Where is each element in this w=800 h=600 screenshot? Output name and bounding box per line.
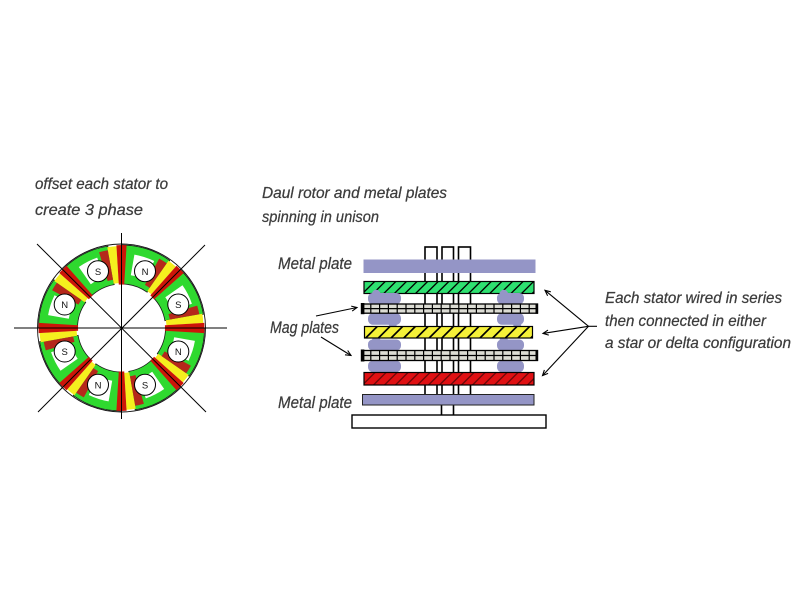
svg-text:N: N <box>142 267 149 278</box>
svg-text:N: N <box>95 380 102 391</box>
svg-text:Mag plates: Mag plates <box>270 318 339 337</box>
svg-text:S: S <box>175 300 181 311</box>
svg-text:S: S <box>95 267 101 278</box>
svg-text:Metal plate: Metal plate <box>278 254 352 273</box>
svg-text:then connected in either: then connected in either <box>605 313 767 330</box>
svg-text:S: S <box>62 347 68 358</box>
svg-text:Daul rotor and metal plates: Daul rotor and metal plates <box>262 185 447 202</box>
svg-text:offset each stator to: offset each stator to <box>35 176 168 193</box>
svg-text:Metal plate: Metal plate <box>278 393 352 412</box>
svg-text:create 3 phase: create 3 phase <box>35 202 143 219</box>
svg-text:Each stator wired in series: Each stator wired in series <box>605 290 782 307</box>
svg-text:N: N <box>175 347 182 358</box>
svg-text:N: N <box>61 300 68 311</box>
svg-text:a star or delta configuration: a star or delta configuration <box>605 335 791 352</box>
svg-text:S: S <box>142 380 148 391</box>
svg-text:spinning in unison: spinning in unison <box>262 209 379 226</box>
